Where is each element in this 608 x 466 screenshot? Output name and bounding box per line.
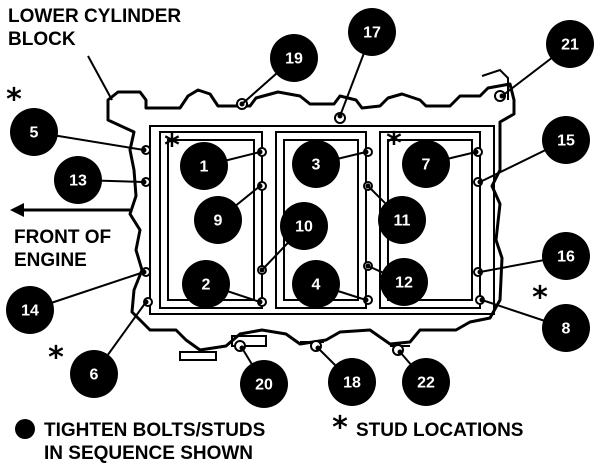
marker-number-14: 14	[21, 303, 39, 320]
title-line-1: LOWER CYLINDER	[8, 6, 181, 27]
marker-circle-10	[280, 202, 328, 250]
leader-tip-19	[239, 101, 245, 107]
marker-number-19: 19	[285, 51, 303, 68]
leader-tip-3	[363, 149, 369, 155]
stud-star-1: *	[164, 129, 180, 164]
leader-tip-4	[363, 297, 369, 303]
marker-number-3: 3	[312, 157, 321, 174]
leader-tip-14	[141, 269, 147, 275]
leader-tip-13	[141, 179, 147, 185]
marker-number-21: 21	[561, 37, 579, 54]
marker-circle-5	[10, 108, 58, 156]
marker-number-5: 5	[30, 125, 39, 142]
marker-circle-18	[328, 358, 376, 406]
marker-circle-2	[182, 260, 230, 308]
marker-number-9: 9	[214, 213, 223, 230]
marker-number-15: 15	[557, 133, 575, 150]
marker-number-6: 6	[90, 367, 99, 384]
cylinder-block-outline	[106, 68, 516, 361]
marker-circle-14	[6, 286, 54, 334]
leader-tip-21	[499, 93, 505, 99]
marker-circle-1	[180, 142, 228, 190]
marker-number-12: 12	[395, 275, 413, 292]
marker-circle-21	[546, 20, 594, 68]
marker-circle-9	[194, 196, 242, 244]
leader-tip-8	[479, 297, 485, 303]
leader-tip-16	[477, 269, 483, 275]
marker-number-17: 17	[363, 25, 381, 42]
marker-number-11: 11	[394, 213, 411, 230]
marker-number-4: 4	[312, 277, 321, 294]
marker-circle-15	[542, 116, 590, 164]
legend-bolt-text-line-1: TIGHTEN BOLTS/STUDS	[44, 420, 265, 441]
legend-bolt-dot	[15, 419, 35, 439]
leader-tip-15	[477, 179, 483, 185]
legend-bolt-text-line-2: IN SEQUENCE SHOWN	[44, 443, 253, 464]
legend-stud-text: STUD LOCATIONS	[356, 420, 523, 441]
marker-circle-19	[270, 34, 318, 82]
marker-number-18: 18	[343, 375, 361, 392]
marker-number-7: 7	[422, 157, 431, 174]
marker-circle-11	[378, 196, 426, 244]
marker-circle-20	[240, 360, 288, 408]
leader-tip-1	[257, 149, 263, 155]
leader-tip-6	[143, 299, 149, 305]
legend-stud-symbol: *	[332, 411, 348, 446]
marker-circle-8	[542, 304, 590, 352]
marker-circle-3	[292, 140, 340, 188]
marker-number-8: 8	[562, 321, 571, 338]
marker-circle-12	[380, 258, 428, 306]
marker-circle-6	[70, 350, 118, 398]
leader-tip-18	[315, 345, 321, 351]
marker-number-20: 20	[255, 377, 273, 394]
marker-number-10: 10	[295, 219, 313, 236]
marker-number-1: 1	[200, 159, 209, 176]
marker-number-22: 22	[417, 375, 435, 392]
marker-circle-13	[54, 156, 102, 204]
leader-tip-11	[365, 183, 371, 189]
leader-tip-20	[239, 345, 245, 351]
leader-tip-5	[141, 147, 147, 153]
marker-circle-22	[402, 358, 450, 406]
marker-circle-4	[292, 260, 340, 308]
stud-star-7: *	[386, 127, 402, 162]
leader-tip-12	[365, 263, 371, 269]
leader-tip-17	[337, 113, 343, 119]
marker-circle-16	[542, 232, 590, 280]
leader-tip-2	[257, 299, 263, 305]
front-arrow	[10, 203, 130, 217]
stud-markers: * * * * *	[6, 83, 548, 376]
marker-circle-17	[348, 8, 396, 56]
title-leader	[87, 55, 113, 101]
front-label-line-2: ENGINE	[14, 250, 87, 271]
marker-number-13: 13	[69, 173, 87, 190]
leader-tip-9	[257, 183, 263, 189]
front-label-line-1: FRONT OF	[14, 227, 111, 248]
title-line-2: BLOCK	[8, 29, 76, 50]
marker-number-16: 16	[557, 249, 575, 266]
leader-tip-7	[473, 149, 479, 155]
stud-star-8: *	[532, 281, 548, 316]
leader-tip-22	[397, 349, 403, 355]
leader-tip-10	[259, 267, 265, 273]
marker-leaders	[29, 31, 571, 385]
stud-star-6: *	[48, 341, 64, 376]
marker-circle-7	[402, 140, 450, 188]
marker-number-2: 2	[202, 277, 211, 294]
stud-star-5: *	[6, 83, 22, 118]
